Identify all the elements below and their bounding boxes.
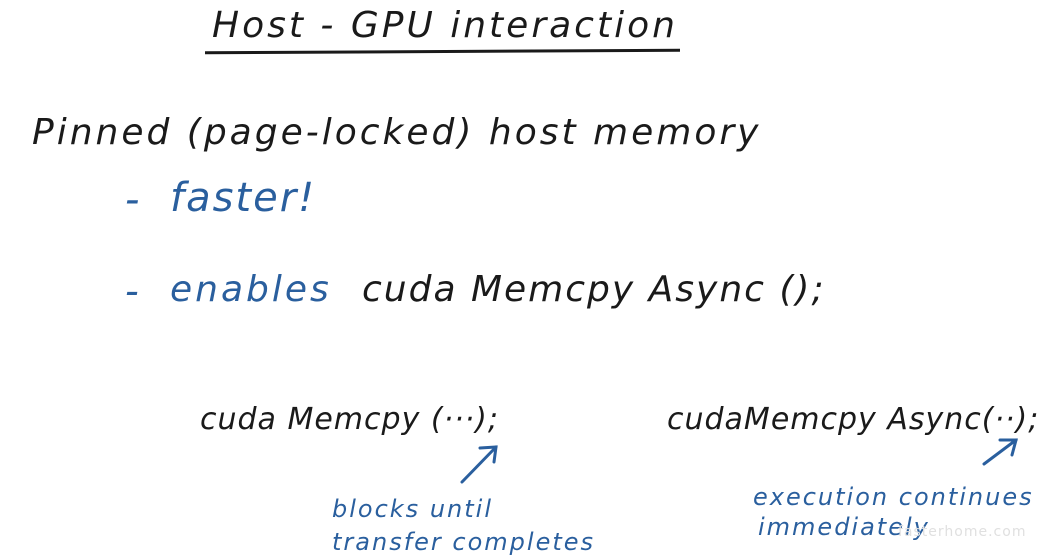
code-memcpy-async: cudaMemcpy Async(··); <box>667 402 1040 437</box>
arrow-async-head <box>998 438 1018 457</box>
code-memcpy-sync: cuda Memcpy (···); <box>200 402 499 437</box>
bullet-dash-2: - <box>125 269 139 313</box>
watermark: fasterhome.com <box>898 524 1027 540</box>
memcpy-async-call: cuda Memcpy Async (); <box>362 269 826 310</box>
pinned-memory-heading: Pinned (page-locked) host memory <box>32 112 762 153</box>
note-async-line1: execution continues <box>753 483 1034 511</box>
arrow-async-line <box>982 438 1018 466</box>
bullet-enables: enables <box>170 269 332 310</box>
board-title: Host - GPU interaction <box>212 5 678 46</box>
bullet-dash-1: - <box>125 177 140 223</box>
note-sync-line1: blocks until <box>332 495 493 523</box>
arrow-sync-head <box>478 445 498 464</box>
note-sync-line2: transfer completes <box>332 528 596 556</box>
bullet-faster: faster! <box>170 175 317 221</box>
note-async-line2: immediately <box>758 513 930 541</box>
arrow-sync-line <box>460 445 498 484</box>
